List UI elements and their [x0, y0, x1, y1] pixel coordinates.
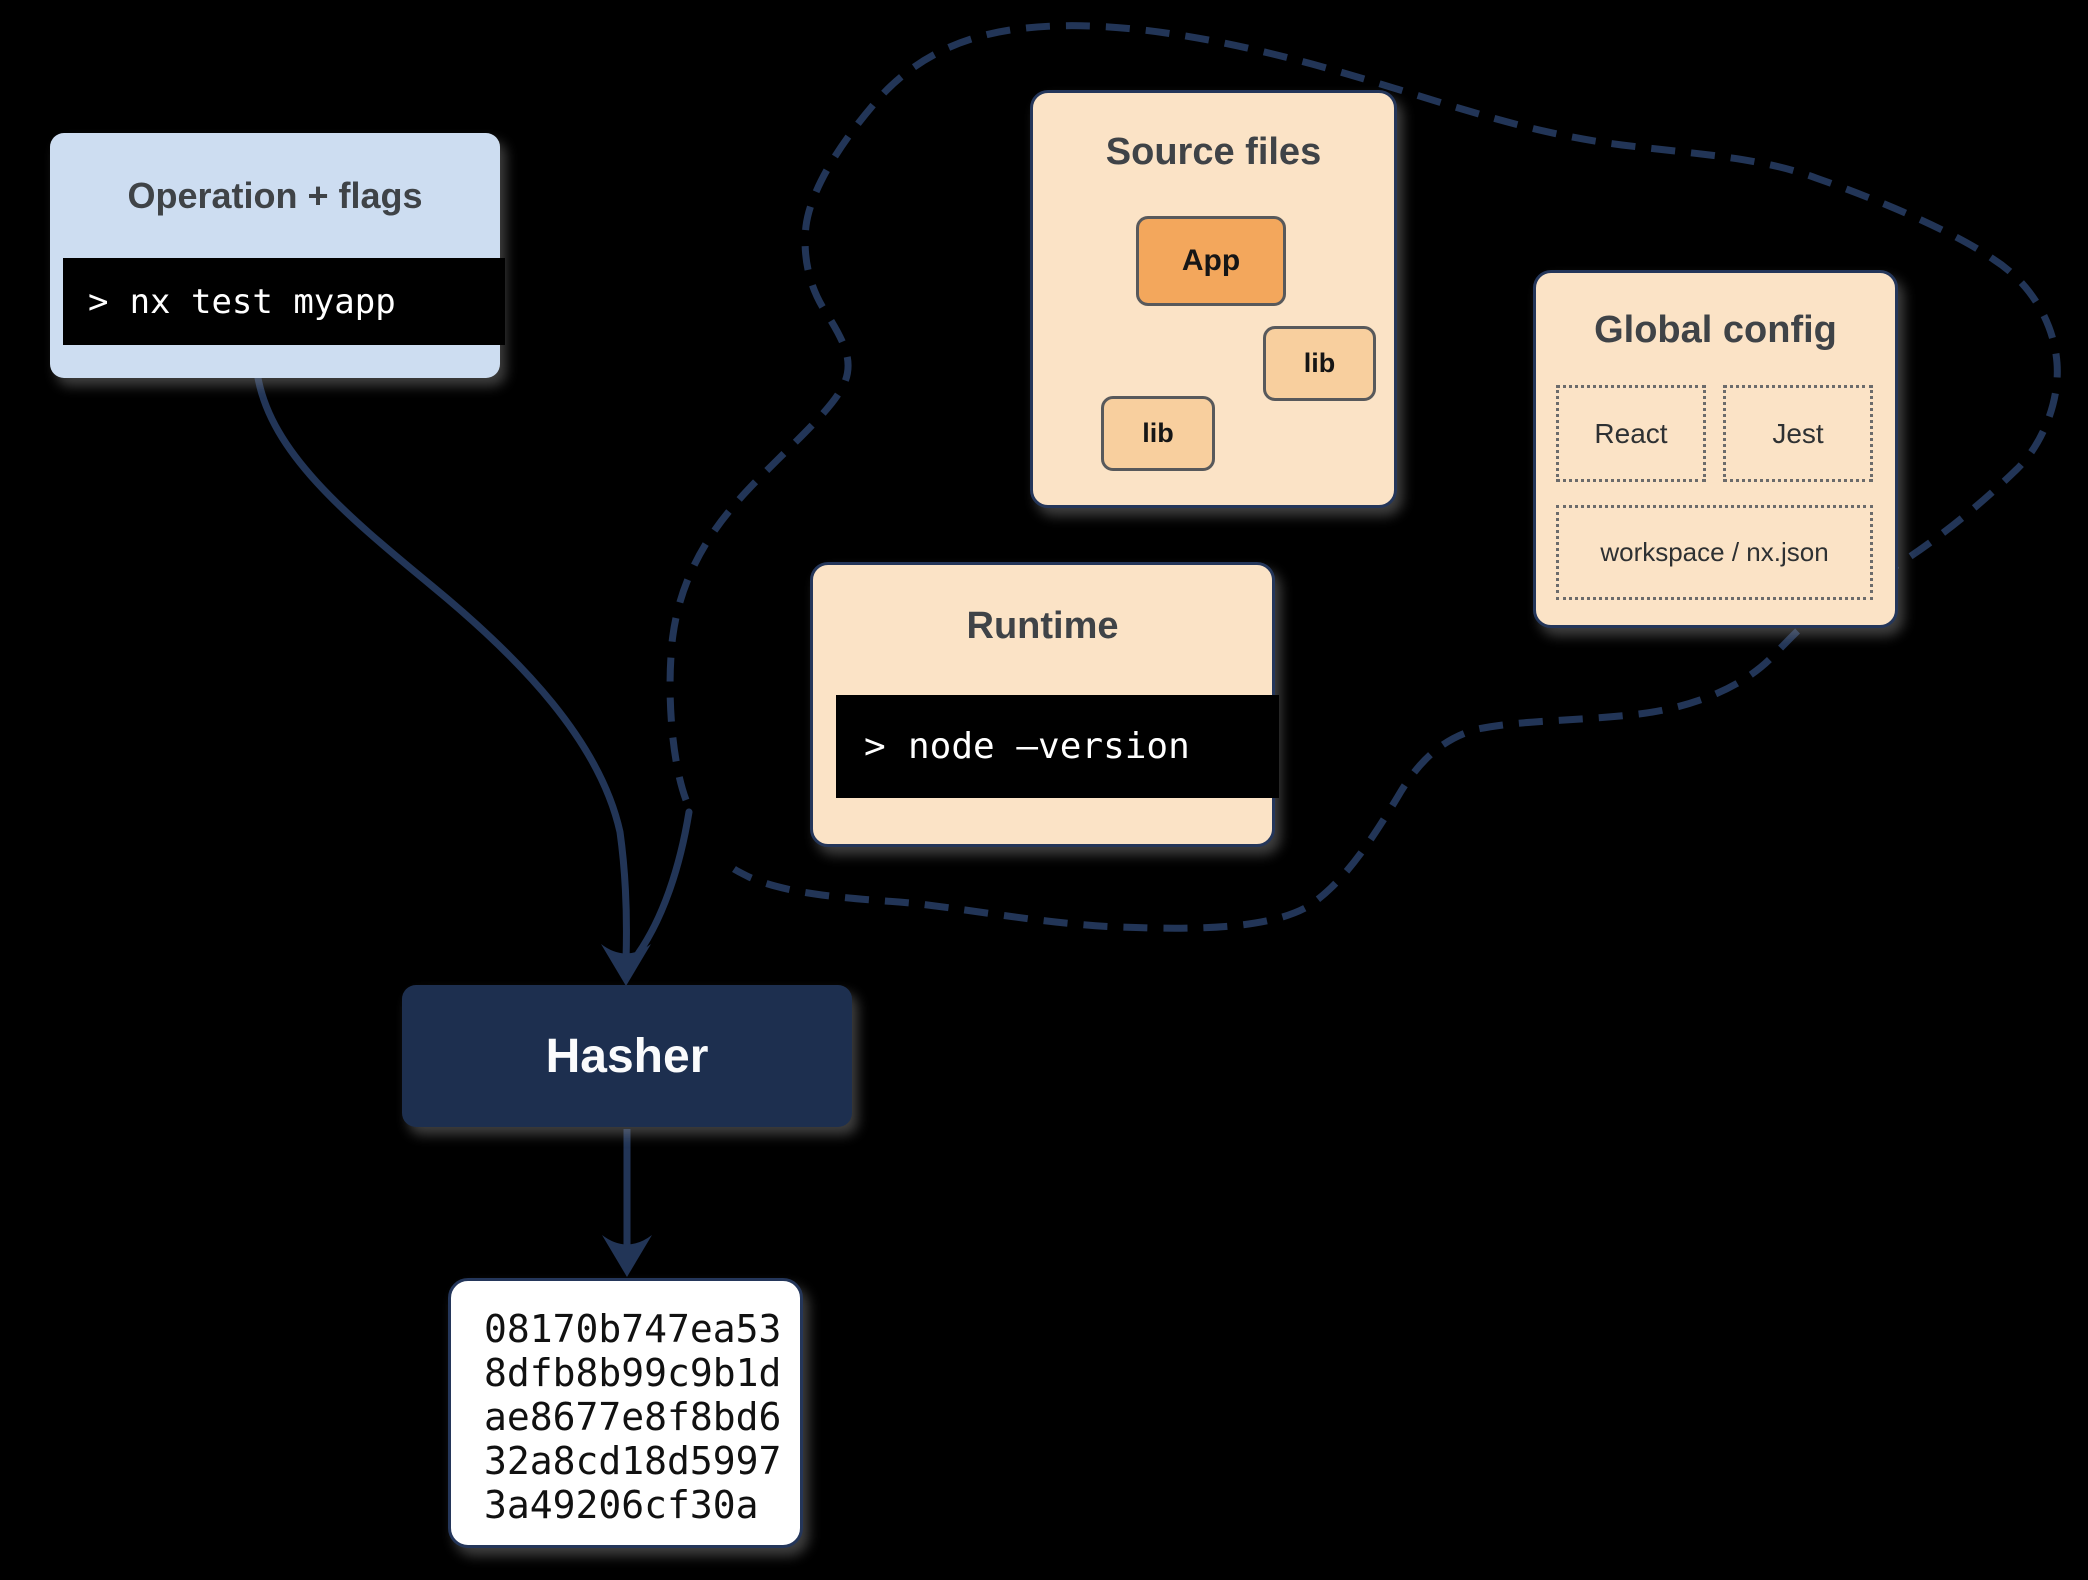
- lib-node-left: lib: [1101, 396, 1215, 471]
- hash-output-text: 08170b747ea53 8dfb8b99c9b1d ae8677e8f8bd…: [451, 1281, 800, 1527]
- hash-line: 32a8cd18d5997: [484, 1439, 782, 1483]
- config-item-react: React: [1556, 385, 1706, 482]
- config-item-jest: Jest: [1723, 385, 1873, 482]
- cloud-to-hasher-curve: [625, 808, 693, 970]
- runtime-box: Runtime > node –version: [810, 562, 1279, 847]
- config-item-workspace-nxjson: workspace / nx.json: [1556, 505, 1873, 600]
- source-files-box: Source files App lib lib: [1030, 90, 1397, 508]
- operation-flags-box: Operation + flags > nx test myapp: [50, 133, 505, 378]
- operation-flags-title: Operation + flags: [127, 175, 423, 216]
- operation-terminal: > nx test myapp: [63, 258, 505, 345]
- global-config-box: Global config React Jest workspace / nx.…: [1533, 270, 1898, 628]
- hash-output-box: 08170b747ea53 8dfb8b99c9b1d ae8677e8f8bd…: [448, 1278, 803, 1548]
- hasher-box: Hasher: [402, 985, 852, 1127]
- source-files-title: Source files: [1105, 131, 1322, 173]
- global-config-title: Global config: [1594, 309, 1837, 351]
- terminal-prompt: >: [864, 726, 886, 767]
- runtime-terminal: > node –version: [836, 695, 1279, 798]
- output-arrowhead-icon: [602, 1235, 652, 1277]
- runtime-title: Runtime: [966, 605, 1119, 647]
- hash-line: ae8677e8f8bd6: [484, 1395, 782, 1439]
- runtime-command: node –version: [908, 726, 1190, 767]
- inputs-cloud-outline: [666, 22, 2061, 932]
- hash-line: 8dfb8b99c9b1d: [484, 1351, 782, 1395]
- operation-to-hasher-curve: [254, 374, 630, 964]
- hash-line: 3a49206cf30a: [484, 1483, 759, 1527]
- terminal-prompt: >: [88, 281, 109, 322]
- hasher-arrowhead-icon: [601, 944, 651, 986]
- operation-command: nx test myapp: [129, 281, 396, 322]
- lib-node-right: lib: [1263, 326, 1376, 401]
- app-node: App: [1136, 216, 1286, 306]
- hash-line: 08170b747ea53: [484, 1307, 782, 1351]
- hasher-label: Hasher: [545, 1029, 709, 1083]
